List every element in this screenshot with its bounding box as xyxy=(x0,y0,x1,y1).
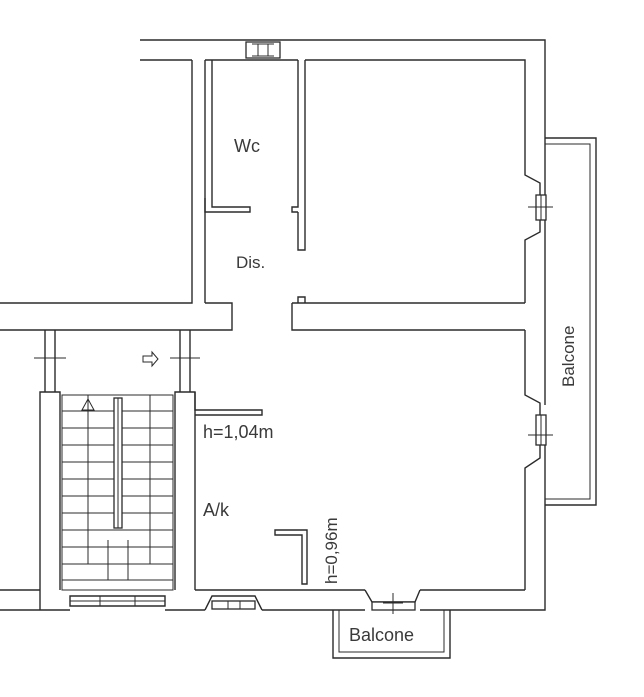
exterior-wall-bottom xyxy=(0,589,525,611)
height-label-2: h=0,96m xyxy=(322,517,341,584)
wc-walls xyxy=(204,60,306,251)
balcony-bottom xyxy=(332,610,451,659)
stair-landing-bottom xyxy=(69,595,166,607)
window-right-lower xyxy=(528,414,553,446)
balcony-label-right: Balcone xyxy=(559,326,578,387)
room-label-dis: Dis. xyxy=(236,253,265,272)
stairs xyxy=(61,394,174,591)
window-bottom-left xyxy=(204,595,263,611)
door-stair-right xyxy=(170,330,200,392)
entry-arrow-icon xyxy=(142,350,159,368)
balcony-right xyxy=(545,137,597,506)
room-label-wc: Wc xyxy=(234,136,260,156)
stair-shaft-walls xyxy=(39,391,263,610)
room-label-ak: A/k xyxy=(203,500,230,520)
parapet-ak xyxy=(274,529,308,585)
exterior-wall-right xyxy=(420,140,546,611)
height-label-1: h=1,04m xyxy=(203,422,274,442)
window-right-upper xyxy=(528,194,553,221)
wall-middle xyxy=(291,296,525,331)
wall-left-upper xyxy=(0,60,233,331)
window-top xyxy=(245,41,281,59)
door-stair-left xyxy=(34,330,66,392)
stair-direction-arrow-icon xyxy=(81,397,95,564)
balcony-door-bottom xyxy=(364,589,421,614)
exterior-wall-top xyxy=(140,39,546,140)
balcony-label-bottom: Balcone xyxy=(349,625,414,645)
